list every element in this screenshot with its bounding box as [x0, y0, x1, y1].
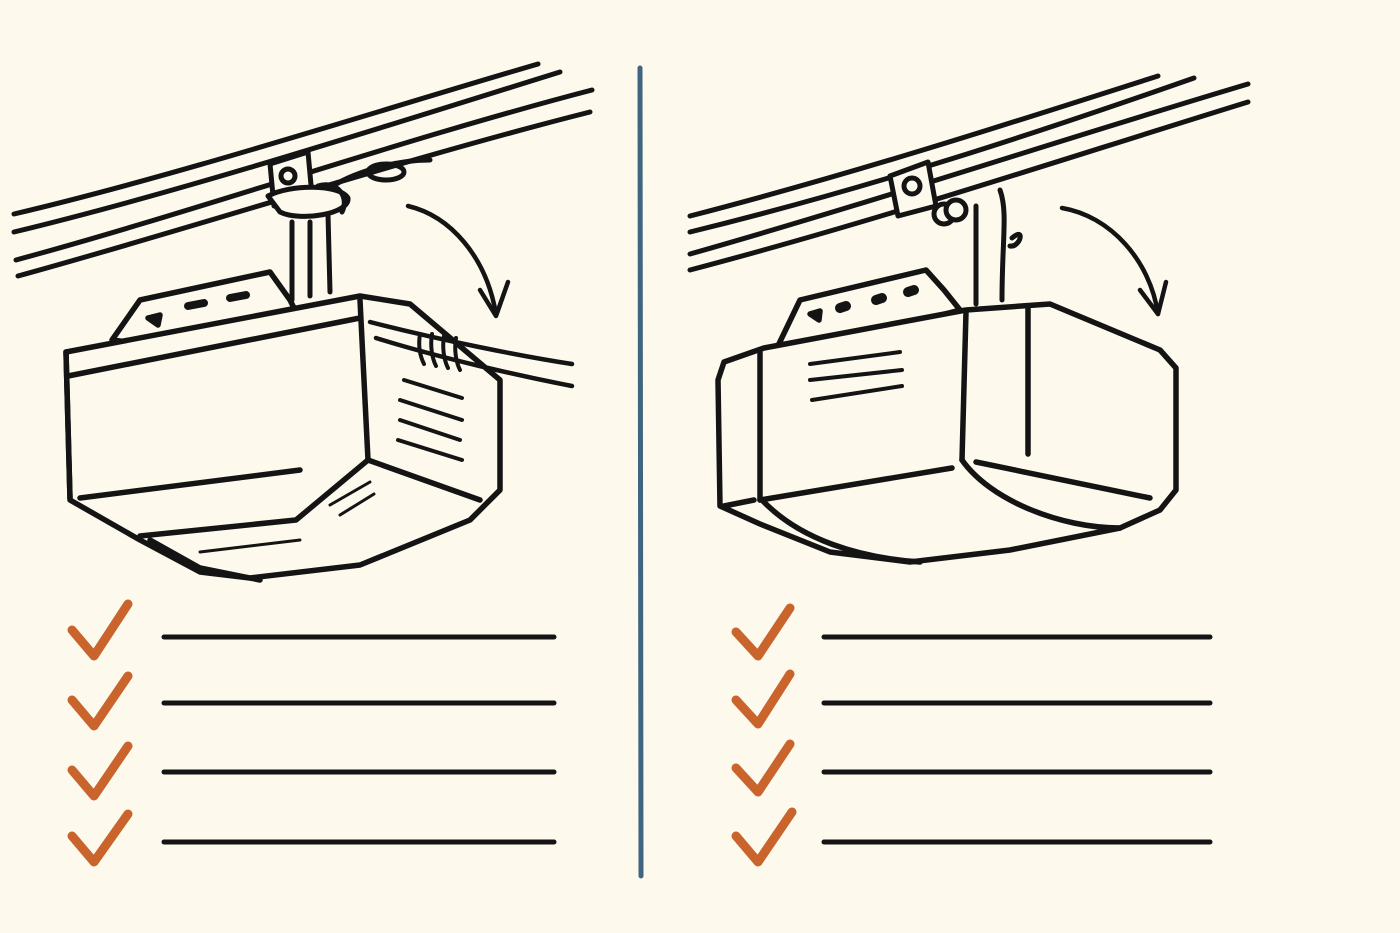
mounting-bracket-icon [265, 149, 433, 303]
checklist [67, 599, 557, 867]
checkmark-icon [67, 671, 133, 731]
curved-arrow-icon [1059, 205, 1169, 317]
checkmark-icon [731, 669, 795, 729]
checkmark-icon [67, 741, 133, 801]
mounting-bracket-icon [887, 159, 1023, 307]
checklist [731, 603, 1213, 867]
checklist-item [67, 809, 557, 867]
curved-arrow-icon [405, 203, 511, 319]
checklist-item [67, 671, 557, 731]
checkmark-icon [67, 809, 133, 867]
checklist-item [67, 741, 557, 801]
checklist-item [731, 603, 1213, 661]
checklist-item [731, 739, 1213, 797]
garage-door-opener-icon [715, 267, 1179, 565]
checklist-item [731, 807, 1213, 867]
garage-door-opener-icon [63, 269, 575, 583]
left-panel [11, 61, 595, 867]
right-panel [687, 73, 1251, 867]
checkmark-icon [731, 603, 795, 661]
panel-divider [637, 65, 644, 879]
checkmark-icon [731, 739, 795, 797]
checkmark-icon [67, 599, 133, 661]
checklist-item [731, 669, 1213, 729]
checkmark-icon [731, 807, 797, 867]
checklist-item [67, 599, 557, 661]
ceiling-rail-icon [687, 73, 1251, 273]
